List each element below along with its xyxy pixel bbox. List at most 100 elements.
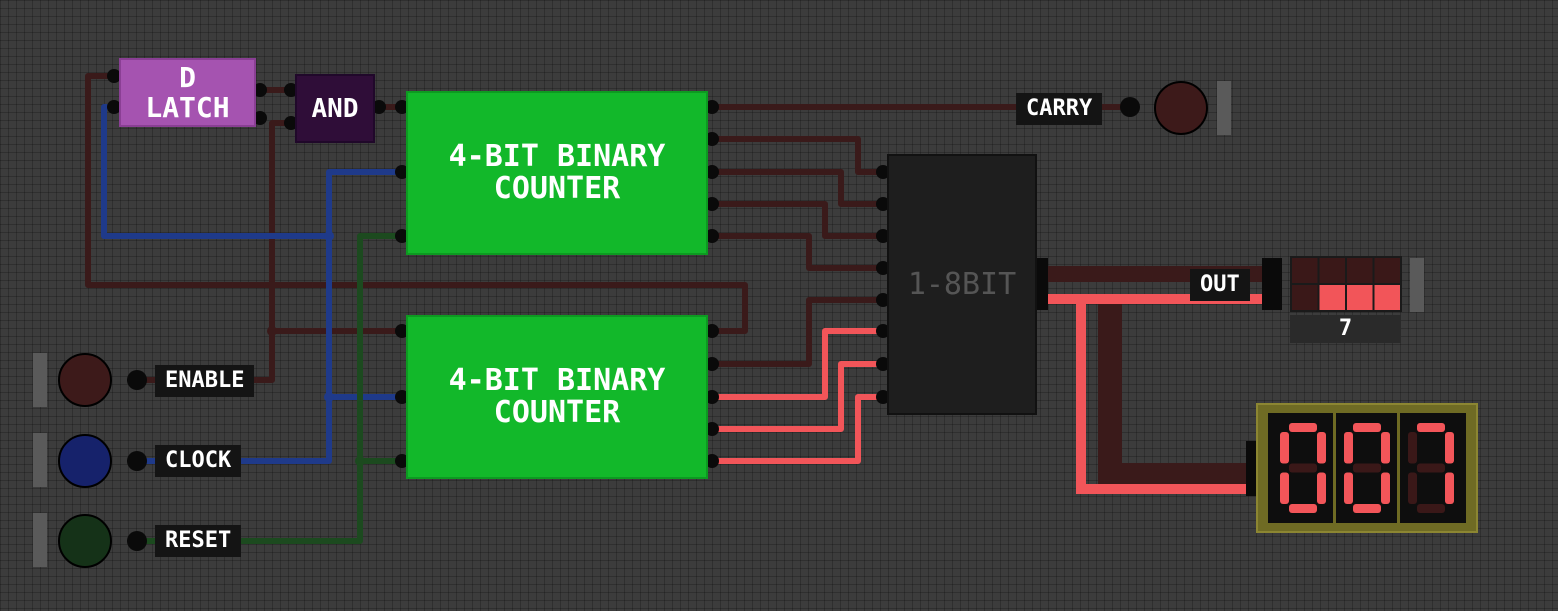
- digit-segment: [1289, 463, 1317, 473]
- counter-chip-bottom[interactable]: 4-BIT BINARY COUNTER: [406, 315, 708, 479]
- digit-divider: [1397, 413, 1400, 523]
- enable-label: ENABLE: [155, 365, 255, 397]
- pin-counter2-out-1[interactable]: [705, 324, 719, 338]
- pin-and-in-1[interactable]: [284, 83, 298, 97]
- pin-counter2-in-3[interactable]: [395, 454, 409, 468]
- pin-splitter-in-4[interactable]: [876, 261, 890, 275]
- seven-segment-display[interactable]: [1256, 403, 1478, 533]
- splitter-chip[interactable]: 1-8BIT: [887, 154, 1037, 415]
- digit-segment: [1445, 472, 1454, 504]
- pin-counter2-out-4[interactable]: [705, 422, 719, 436]
- pin-clock[interactable]: [127, 451, 147, 471]
- junction-dot: [267, 326, 277, 336]
- led-cell: [1347, 258, 1373, 283]
- pin-counter1-out-5[interactable]: [705, 229, 719, 243]
- wire-c1-b2: [708, 201, 887, 239]
- carry-indicator: [1154, 81, 1208, 135]
- pin-counter1-out-1[interactable]: [705, 100, 719, 114]
- pin-splitter-in-2[interactable]: [876, 197, 890, 211]
- pin-counter2-out-5[interactable]: [705, 454, 719, 468]
- digit-panel: [1268, 413, 1466, 523]
- bus-display-on: [1040, 294, 1250, 494]
- pin-latch-in-2[interactable]: [107, 100, 121, 114]
- pin-splitter-in-6[interactable]: [876, 324, 890, 338]
- digit-segment: [1353, 504, 1381, 513]
- digit-segment: [1408, 472, 1417, 504]
- pin-latch-in-1[interactable]: [107, 69, 121, 83]
- junction-dot: [355, 456, 365, 466]
- pin-enable[interactable]: [127, 370, 147, 390]
- digit-segment: [1417, 463, 1445, 473]
- pin-counter2-in-2[interactable]: [395, 390, 409, 404]
- digit-segment: [1344, 432, 1353, 464]
- digit-segment: [1408, 432, 1417, 464]
- digit-segment: [1381, 432, 1390, 464]
- pin-counter1-in-2[interactable]: [395, 165, 409, 179]
- clock-button[interactable]: [58, 434, 112, 488]
- digit-segment: [1344, 472, 1353, 504]
- led-value-caption: 7: [1290, 315, 1401, 343]
- and-gate-chip[interactable]: AND: [295, 74, 375, 143]
- wire-reset: [137, 233, 406, 544]
- pin-latch-out-1[interactable]: [253, 83, 267, 97]
- pin-and-out[interactable]: [372, 100, 386, 114]
- digit-segment: [1317, 472, 1326, 504]
- pin-splitter-in-3[interactable]: [876, 229, 890, 243]
- digit-segment: [1417, 504, 1445, 513]
- led-cell: [1374, 258, 1400, 283]
- pin-counter2-out-2[interactable]: [705, 357, 719, 371]
- carry-label: CARRY: [1016, 93, 1103, 125]
- digit-segment: [1381, 472, 1390, 504]
- clock-label: CLOCK: [155, 445, 242, 477]
- counter-chip-top[interactable]: 4-BIT BINARY COUNTER: [406, 91, 708, 255]
- pin-splitter-in-1[interactable]: [876, 165, 890, 179]
- pin-latch-out-2[interactable]: [253, 111, 267, 125]
- wire-c1-b3: [708, 233, 887, 271]
- enable-button[interactable]: [58, 353, 112, 407]
- d-latch-chip[interactable]: D LATCH: [119, 58, 256, 127]
- out-pin[interactable]: [1262, 258, 1282, 310]
- display-pin[interactable]: [1246, 441, 1256, 496]
- wire-c1-b0: [708, 136, 887, 175]
- wire-enable: [137, 120, 295, 383]
- pin-reset[interactable]: [127, 531, 147, 551]
- led-cell: [1292, 258, 1318, 283]
- bus-display-off: [1098, 296, 1250, 487]
- wire-c2-b2: [708, 361, 887, 432]
- splitter-out-pin[interactable]: [1036, 258, 1048, 310]
- clock-handle[interactable]: [33, 433, 47, 487]
- pin-splitter-in-7[interactable]: [876, 357, 890, 371]
- carry-handle[interactable]: [1217, 81, 1231, 135]
- pin-counter2-out-3[interactable]: [705, 390, 719, 404]
- led-grid-handle[interactable]: [1410, 258, 1424, 312]
- digit-segment: [1353, 463, 1381, 473]
- pin-and-in-2[interactable]: [284, 116, 298, 130]
- pin-counter1-in-3[interactable]: [395, 229, 409, 243]
- wire-c2-b3: [708, 394, 887, 464]
- digit-divider: [1333, 413, 1336, 523]
- pin-counter1-out-2[interactable]: [705, 132, 719, 146]
- digit-segment: [1289, 504, 1317, 513]
- reset-handle[interactable]: [33, 513, 47, 567]
- digit-segment: [1445, 432, 1454, 464]
- led-cell: [1292, 285, 1318, 310]
- pin-splitter-in-8[interactable]: [876, 390, 890, 404]
- wire-c2-b0: [708, 297, 887, 367]
- led-cell: [1319, 285, 1345, 310]
- digit-segment: [1417, 423, 1445, 432]
- enable-handle[interactable]: [33, 353, 47, 407]
- reset-label: RESET: [155, 525, 242, 557]
- junction-dot: [324, 231, 334, 241]
- pin-splitter-in-5[interactable]: [876, 293, 890, 307]
- pin-counter1-in-1[interactable]: [395, 100, 409, 114]
- pin-counter2-in-1[interactable]: [395, 324, 409, 338]
- led-cell: [1347, 285, 1373, 310]
- wire-c1-b1: [708, 169, 887, 207]
- pin-carry[interactable]: [1120, 97, 1140, 117]
- led-grid: [1290, 256, 1402, 312]
- digit-segment: [1289, 423, 1317, 432]
- led-cell: [1374, 285, 1400, 310]
- pin-counter1-out-3[interactable]: [705, 165, 719, 179]
- pin-counter1-out-4[interactable]: [705, 197, 719, 211]
- reset-button[interactable]: [58, 514, 112, 568]
